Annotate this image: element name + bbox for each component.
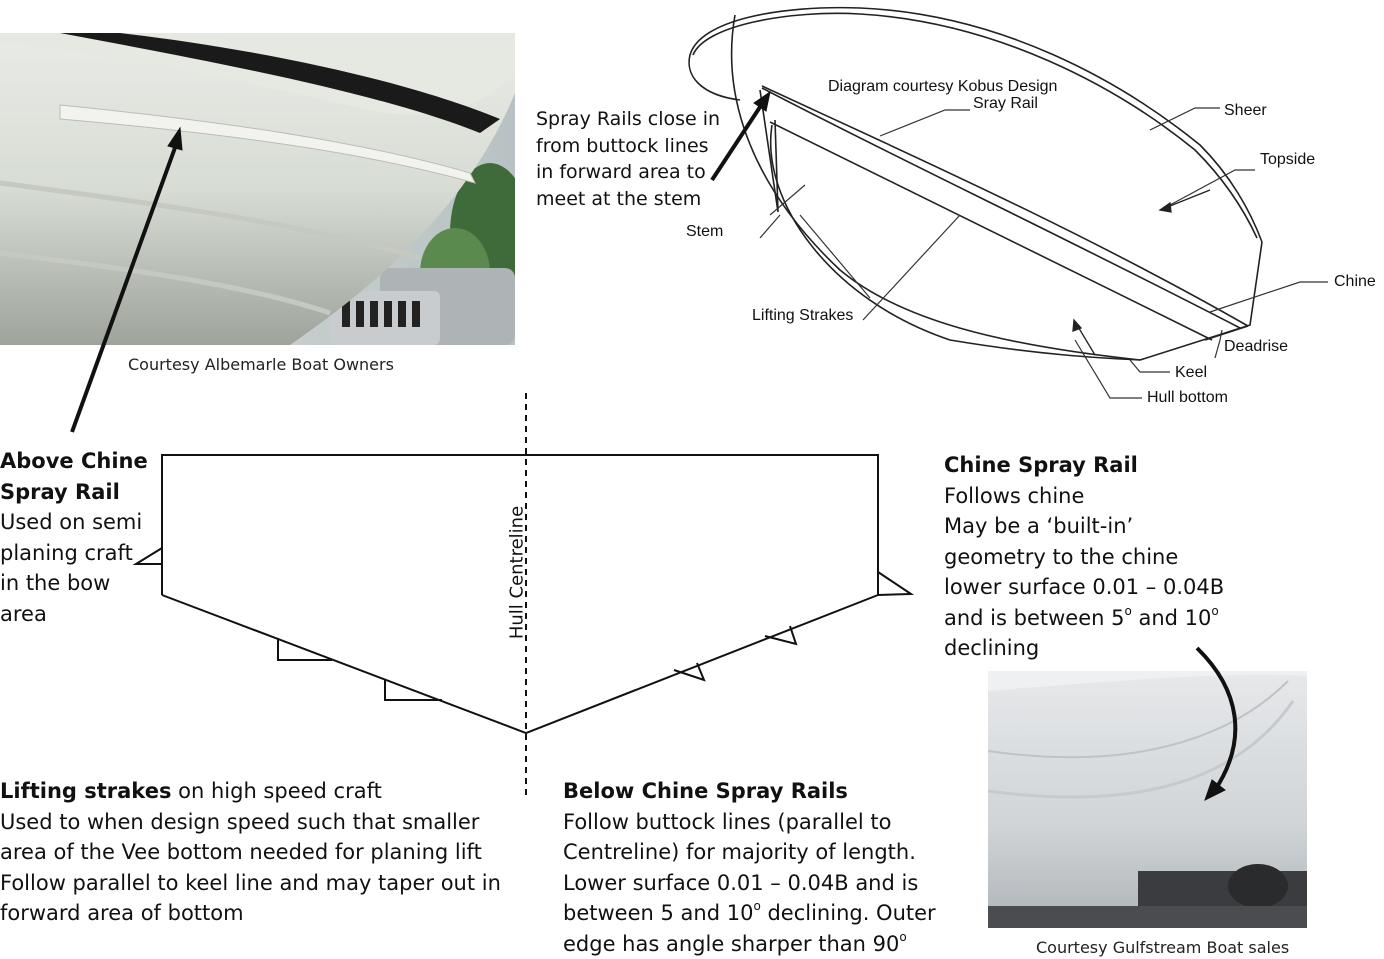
gulfstream-hull-photo: [988, 671, 1307, 928]
below-chine-line: between 5 and 10o declining. Outer: [563, 899, 936, 925]
albemarle-hull-photo: [0, 33, 515, 345]
chine-spray-rail-line: geometry to the chine: [944, 544, 1179, 569]
above-chine-line: in the bow: [0, 571, 111, 595]
above-chine-line: Used on semi: [0, 510, 143, 534]
below-chine-line: edge has angle sharper than 90o: [563, 929, 907, 956]
chine-rail: [877, 571, 915, 596]
spray-rails-note-line: in forward area to: [536, 161, 706, 183]
lifting-strakes-line: area of the Vee bottom needed for planin…: [0, 840, 482, 864]
chine-inner-line: [761, 87, 1241, 329]
hull-line-drawing: [688, 6, 1263, 361]
chine-spray-rail-text: Chine Spray Rail Follows chine May be a …: [944, 450, 1224, 664]
above-chine-title: Spray Rail: [0, 479, 120, 504]
label-stem: Stem: [686, 223, 724, 240]
label-sheer: Sheer: [1224, 102, 1267, 119]
spray-rails-note-line: meet at the stem: [536, 187, 702, 210]
albemarle-caption: Courtesy Albemarle Boat Owners: [128, 355, 394, 374]
strake-left-2: [384, 680, 442, 701]
spray-rails-note-line: Spray Rails close in: [536, 108, 721, 130]
above-chine-title: Above Chine: [0, 449, 148, 473]
strake-left-1: [277, 638, 332, 661]
hull-centreline-label: Hull Centreline: [506, 505, 528, 640]
above-chine-pointer-arrow: [70, 126, 183, 433]
label-deadrise: Deadrise: [1224, 338, 1289, 355]
lifting-strakes-line: Used to when design speed such that smal…: [0, 809, 480, 834]
bottom-profile: [730, 14, 1141, 361]
below-chine-line: Follow buttock lines (parallel to: [563, 809, 892, 834]
stem-post: [759, 89, 779, 213]
label-hull-bottom: Hull bottom: [1147, 389, 1228, 406]
label-topside: Topside: [1260, 151, 1316, 168]
chine-spray-rail-line: lower surface 0.01 – 0.04B: [944, 575, 1225, 599]
diagram-credit: Diagram courtesy Kobus Design: [828, 78, 1058, 95]
above-chine-rail: [132, 547, 163, 565]
stem-line: [688, 54, 741, 101]
chine-spray-rail-line: Follows chine: [944, 483, 1085, 508]
above-chine-line: planing craft: [0, 540, 133, 565]
lifting-strakes-line: forward area of bottom: [0, 901, 244, 925]
section-outline: [161, 454, 879, 735]
below-chine-title: Below Chine Spray Rails: [563, 779, 848, 803]
strake-right-1: [673, 662, 706, 682]
spray-rails-note: Spray Rails close in from buttock lines …: [536, 106, 720, 212]
spray-rails-note-line: from buttock lines: [536, 134, 709, 157]
chine-spray-rail-title: Chine Spray Rail: [944, 453, 1138, 477]
above-chine-line: area: [0, 601, 47, 626]
chine-line: [761, 85, 1249, 327]
chine-spray-rail-line: May be a ‘built-in’: [944, 514, 1134, 538]
hull-small-arrows: [1072, 189, 1211, 356]
lifting-strakes-line: Follow parallel to keel line and may tap…: [0, 870, 501, 895]
hull-section: [132, 454, 915, 735]
sheer-line: [689, 6, 1263, 243]
lifting-strakes-title: Lifting strakes on high speed craft: [0, 779, 382, 803]
lifting-strakes-text: Lifting strakes on high speed craft Used…: [0, 776, 501, 929]
below-chine-line: Lower surface 0.01 – 0.04B and is: [563, 870, 919, 895]
keel-line: [769, 124, 1141, 361]
stem-pointer-arrow: [710, 90, 771, 182]
topside-outline: [692, 12, 1258, 239]
label-lifting-strakes: Lifting Strakes: [752, 307, 854, 324]
transom-line: [1139, 241, 1263, 361]
strake-right-2: [764, 625, 798, 646]
below-chine-line: Centreline) for majority of length.: [563, 840, 916, 864]
label-keel: Keel: [1175, 364, 1208, 381]
label-spray-rail: Sray Rail: [973, 95, 1038, 112]
chine-spray-rail-line: and is between 5o and 10o: [944, 603, 1219, 630]
chine-spray-rail-line: declining: [944, 636, 1040, 660]
below-chine-text: Below Chine Spray Rails Follow buttock l…: [563, 776, 936, 959]
gulfstream-caption: Courtesy Gulfstream Boat sales: [1036, 938, 1290, 957]
label-chine: Chine: [1334, 273, 1376, 290]
chine-curved-arrow: [1195, 646, 1238, 801]
hull-leader-lines: [759, 107, 1328, 399]
spray-rail-line: [769, 121, 1213, 341]
above-chine-text: Above Chine Spray Rail Used on semi plan…: [0, 446, 148, 629]
